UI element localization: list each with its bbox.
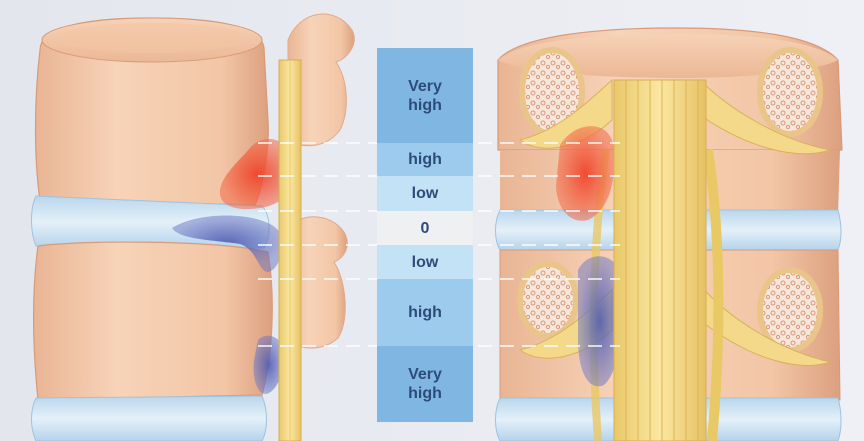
scale-label: Very high xyxy=(408,77,442,115)
cross-section-lower-left xyxy=(520,264,576,336)
scale-band-low-bottom: low xyxy=(377,245,473,279)
scale-band-zero: 0 xyxy=(377,211,473,245)
scale-label: low xyxy=(412,184,439,203)
scale-label: low xyxy=(412,253,439,272)
scale-band-low-top: low xyxy=(377,176,473,211)
cross-section-upper-right xyxy=(760,50,820,134)
lower-disc xyxy=(32,396,267,441)
scale-band-very-high-bottom: Very high xyxy=(377,346,473,422)
spinal-ligament-right xyxy=(614,80,706,441)
scale-label: Very high xyxy=(408,365,442,403)
scale-band-high-bottom: high xyxy=(377,279,473,346)
scale-label: high xyxy=(408,303,442,322)
scale-label: high xyxy=(408,150,442,169)
scale-band-very-high-top: Very high xyxy=(377,48,473,143)
cross-section-lower-right xyxy=(760,270,820,350)
scale-label: 0 xyxy=(421,219,430,238)
lower-vertebral-body xyxy=(34,242,273,400)
posterior-spine-view xyxy=(496,28,843,441)
scale-band-high-top: high xyxy=(377,143,473,176)
